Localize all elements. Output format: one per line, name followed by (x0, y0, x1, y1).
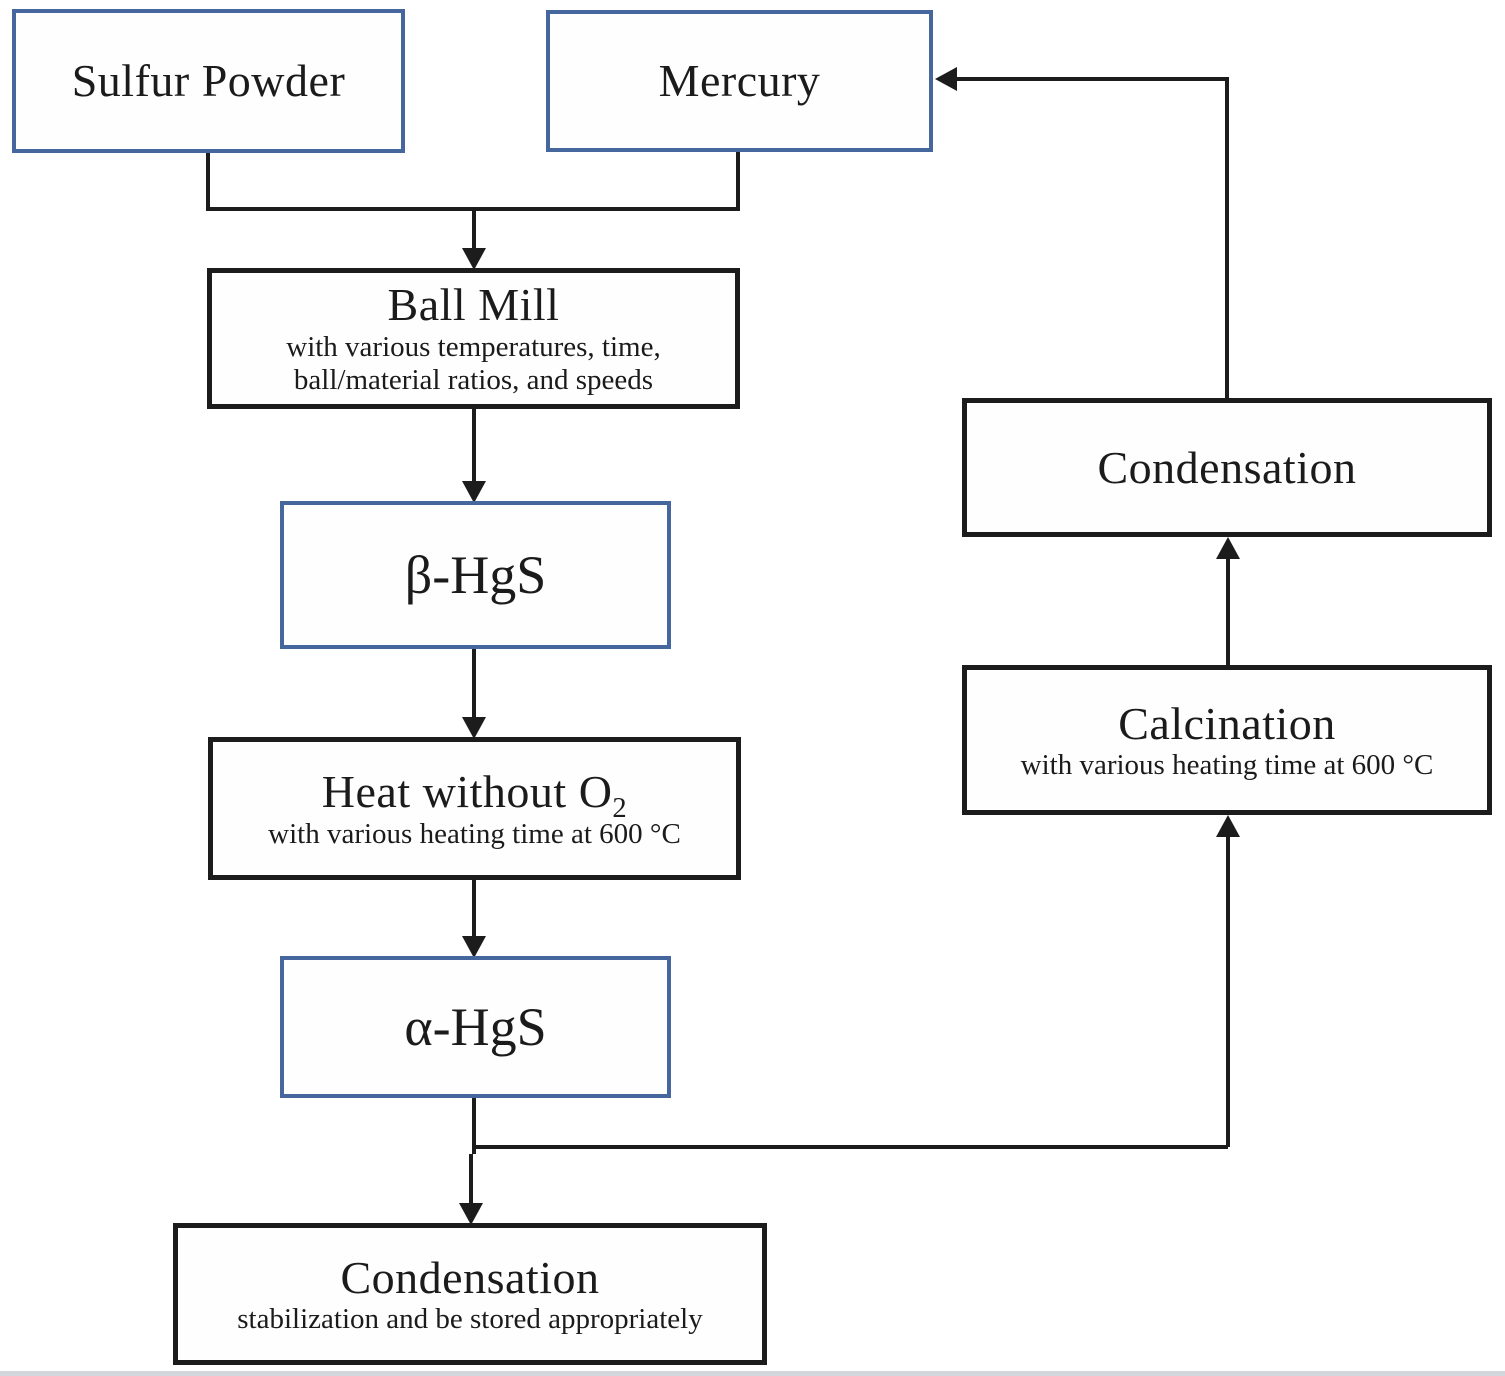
arrowhead-down-into-alpha-hgs-icon (462, 936, 486, 958)
node-subtitle: with various heating time at 600 °C (268, 817, 681, 850)
node-subtitle: stabilization and be stored appropriatel… (237, 1303, 703, 1336)
node-title: Ball Mill (387, 279, 560, 331)
node-title: Sulfur Powder (71, 55, 346, 107)
connector-alpha-hgs-to-calcination (474, 833, 1230, 1149)
node-subtitle-line2: ball/material ratios, and speeds (293, 364, 654, 397)
node-subtitle: with various heating time at 600 °C (1020, 749, 1434, 782)
node-title: Mercury (658, 55, 821, 107)
node-calcination: Calcination with various heating time at… (962, 665, 1492, 815)
arrowhead-down-into-heat-icon (462, 717, 486, 739)
node-mercury: Mercury (546, 10, 933, 152)
connector-sulfur-mercury-merge (206, 152, 740, 211)
node-heat-without-o2: Heat without O2 with various heating tim… (208, 737, 741, 880)
bottom-edge-strip (0, 1371, 1505, 1376)
heat-title-text: Heat without O (321, 766, 613, 818)
node-sulfur-powder: Sulfur Powder (12, 9, 405, 153)
node-condensation-recycle: Condensation (962, 398, 1492, 537)
node-title: β-HgS (404, 544, 547, 605)
o2-subscript: 2 (612, 793, 628, 825)
node-beta-hgs: β-HgS (280, 501, 671, 649)
arrowhead-down-into-beta-hgs-icon (462, 481, 486, 503)
connector-alpha-hgs-to-condensation (469, 1098, 476, 1205)
arrowhead-down-into-condensation-icon (459, 1203, 483, 1225)
node-title: α-HgS (404, 996, 547, 1057)
arrowhead-left-into-mercury-icon (935, 67, 957, 91)
arrowhead-down-into-ballmill-icon (462, 248, 486, 270)
node-title: Calcination (1118, 697, 1336, 749)
node-condensation-final: Condensation stabilization and be stored… (173, 1223, 767, 1365)
arrowhead-up-into-calcination-icon (1216, 815, 1240, 837)
node-title: Condensation (340, 1251, 600, 1303)
arrowhead-up-into-condensation-recycle-icon (1216, 537, 1240, 559)
node-title: Heat without O2 (321, 766, 627, 823)
node-ball-mill: Ball Mill with various temperatures, tim… (207, 268, 740, 409)
connector-condensation-recycle-to-mercury (955, 77, 1229, 398)
node-alpha-hgs: α-HgS (280, 956, 671, 1098)
node-title: Condensation (1097, 441, 1357, 493)
node-subtitle-line1: with various temperatures, time, (286, 330, 661, 363)
